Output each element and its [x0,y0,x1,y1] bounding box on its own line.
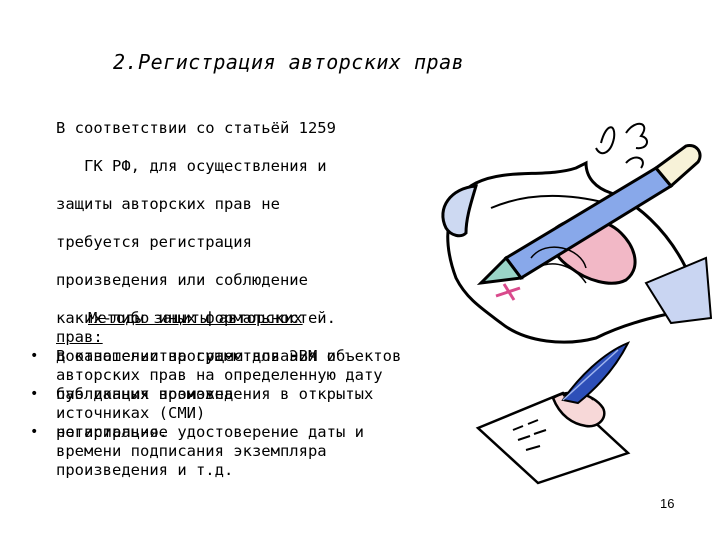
paragraph-line: требуется регистрация [56,233,252,251]
methods-list: • доказательства существования объектов … [30,347,436,480]
paragraph-line: ГК РФ, для осуществления и [56,157,327,175]
bullet-icon: • [30,348,39,364]
slide-title: 2.Регистрация авторских прав [113,50,465,74]
list-item-text: публикация произведения в открытых источ… [56,385,374,422]
paragraph-line: В соответствии со статьёй 1259 [56,119,336,137]
paragraph-line: каких-либо иных формальностей. [56,309,336,327]
hand-writing-quill-clipart-icon [475,341,631,485]
list-item: • доказательства существования объектов … [30,347,436,385]
list-item-text: доказательства существования объектов ав… [56,347,402,384]
pen-and-paper-clipart-icon [441,122,713,344]
list-item-text: нотариальное удостоверение даты и времен… [56,423,364,479]
methods-heading-line: Методы защиты авторских [88,309,303,327]
page-number: 16 [660,496,675,511]
paragraph-line: баз данных возможна [56,385,234,403]
methods-heading: Методы защиты авторских [56,309,436,328]
main-paragraph: В соответствии со статьёй 1259 ГК РФ, дл… [56,100,426,461]
paragraph-line: защиты авторских прав не [56,195,280,213]
list-item: • публикация произведения в открытых ист… [30,385,436,423]
bullet-icon: • [30,386,39,402]
paragraph-line: В отношении программ для ЭВМ и [56,347,336,365]
paragraph-line: регистрация. [56,423,168,441]
paragraph-line: произведения или соблюдение [56,271,308,289]
list-item: • нотариальное удостоверение даты и врем… [30,423,436,480]
methods-heading-line: прав: [56,328,103,346]
methods-section: Методы защиты авторских прав: • доказате… [30,309,436,480]
bullet-icon: • [30,424,39,440]
